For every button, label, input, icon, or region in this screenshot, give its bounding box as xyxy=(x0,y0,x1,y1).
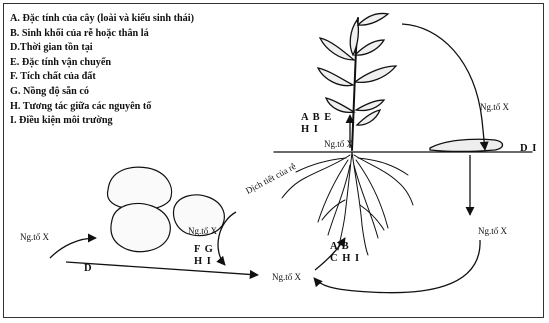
nutrient-label-right-top: Ng.tố X xyxy=(480,102,509,112)
factor-label-d: D xyxy=(84,263,93,275)
factor-label-fg-line1: F G xyxy=(194,244,214,255)
factor-label-ab: A B C H I xyxy=(330,241,360,265)
factor-label-ab-line2: C H I xyxy=(330,253,360,264)
legend-item: F. Tích chất của đất xyxy=(10,70,194,85)
legend-item: D.Thời gian tồn tại xyxy=(10,41,194,56)
factor-label-fg-line2: H I xyxy=(194,256,212,267)
arrow-left-input xyxy=(50,238,96,258)
factor-label-di: D I xyxy=(520,143,537,155)
nutrient-label-left: Ng.tố X xyxy=(20,232,49,242)
nutrient-label-center: Ng.tố X xyxy=(272,272,301,282)
nutrient-label-shoot: Ng.tố X xyxy=(324,139,353,149)
legend-item: E. Đặc tính vận chuyển xyxy=(10,56,194,71)
soil-particles xyxy=(108,167,225,251)
legend-item: B. Sinh khối của rễ hoặc thân lá xyxy=(10,27,194,42)
nutrient-label-rock: Ng.tố X xyxy=(188,226,217,236)
arrow-long-to-center xyxy=(66,262,258,275)
plant-roots xyxy=(282,152,413,255)
organic-matter xyxy=(430,139,503,151)
legend-item: G. Nồng độ sẵn có xyxy=(10,85,194,100)
nutrient-label-right-bottom: Ng.tố X xyxy=(478,226,507,236)
factor-label-ab-line1: A B xyxy=(330,241,350,252)
plant-leaves xyxy=(318,13,396,125)
legend-item: H. Tương tác giữa các nguyên tố xyxy=(10,100,194,115)
factor-label-abe-line2: H I xyxy=(301,124,319,135)
factor-label-abe-line1: A B E xyxy=(301,112,332,123)
legend-list: A. Đặc tính của cây (loài và kiểu sinh t… xyxy=(10,12,194,129)
factor-label-fg: F G H I xyxy=(194,244,214,268)
legend-item: A. Đặc tính của cây (loài và kiểu sinh t… xyxy=(10,12,194,27)
arrow-shoot-to-organic xyxy=(402,24,485,150)
legend-item: I. Điều kiện môi trường xyxy=(10,114,194,129)
factor-label-abe: A B E H I xyxy=(301,112,332,136)
